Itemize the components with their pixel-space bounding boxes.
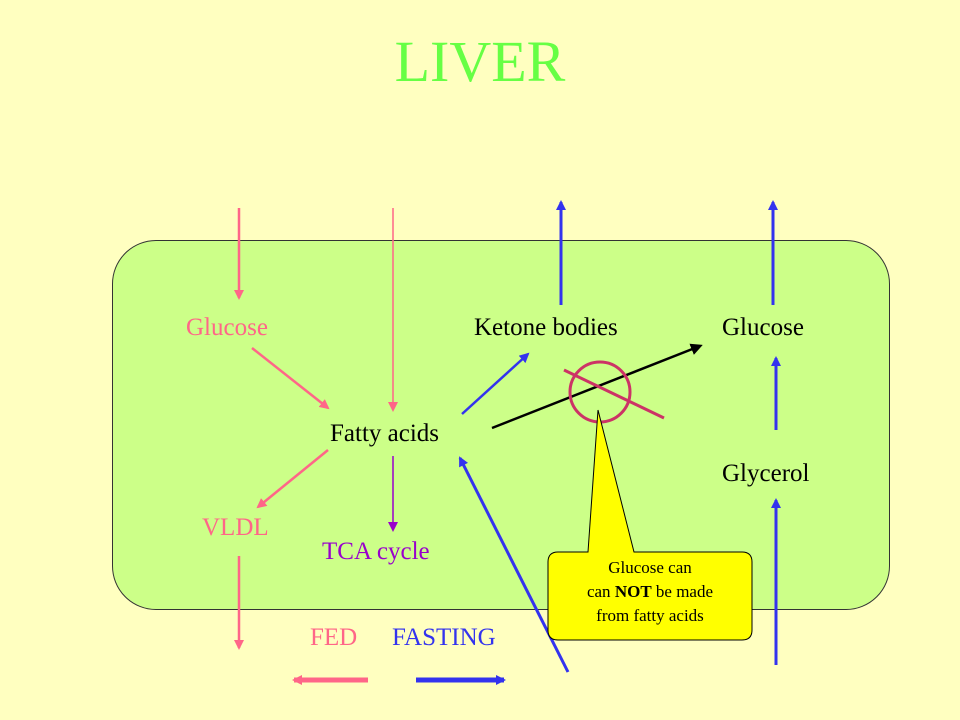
- label-vldl: VLDL: [202, 514, 269, 541]
- block-circle: [568, 360, 632, 424]
- callout-line-1: Glucose can: [608, 558, 692, 577]
- legend-fasting-label: FASTING: [392, 624, 496, 651]
- arrow-fa-to-ketone: [461, 352, 530, 415]
- legend-fed-label: FED: [310, 624, 358, 651]
- label-tca-cycle: TCA cycle: [322, 538, 430, 565]
- slide-title: LIVER: [394, 29, 566, 94]
- label-glycerol: Glycerol: [722, 460, 810, 487]
- label-fatty-acids: Fatty acids: [330, 420, 440, 447]
- label-ketone-bodies: Ketone bodies: [474, 314, 618, 341]
- callout-bubble: [547, 409, 753, 641]
- arrow-glucose-to-fa: [251, 347, 330, 410]
- callout-emphasis: NOT: [614, 582, 652, 601]
- label-glucose-right: Glucose: [722, 314, 804, 341]
- arrow-fa-to-vldl: [256, 449, 329, 509]
- callout-line-3: from fatty acids: [596, 606, 704, 625]
- callout-text: Glucose can can NOT be made from fatty a…: [548, 556, 752, 628]
- callout-line-2: can NOT be made: [586, 582, 714, 601]
- block-cross-line: [563, 368, 665, 420]
- label-glucose-left: Glucose: [186, 314, 268, 341]
